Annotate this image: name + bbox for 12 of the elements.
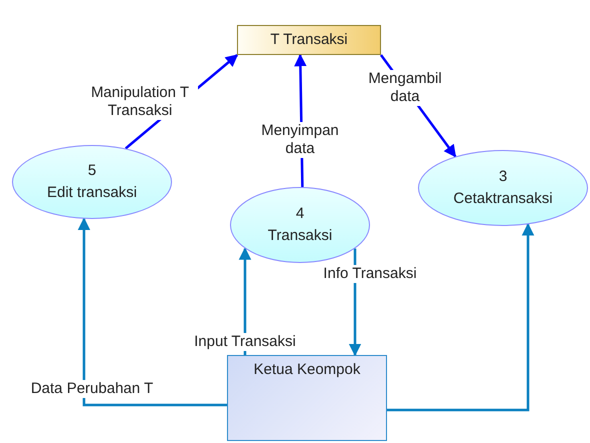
- node-text: Cetaktransaksi: [453, 191, 553, 208]
- node-text: 4: [296, 206, 304, 222]
- arrow: [78, 218, 227, 406]
- data-store-box: [237, 25, 381, 55]
- node-text: Ketua Keompok: [254, 362, 360, 378]
- node-text: Edit transaksi: [46, 185, 138, 202]
- node-text: 3: [498, 168, 508, 185]
- node-text: 5: [88, 162, 96, 179]
- arrow: [387, 223, 534, 412]
- node-text: Transaksi: [268, 228, 332, 244]
- node-text: T Transaksi: [270, 32, 348, 48]
- entity-box: [227, 355, 387, 441]
